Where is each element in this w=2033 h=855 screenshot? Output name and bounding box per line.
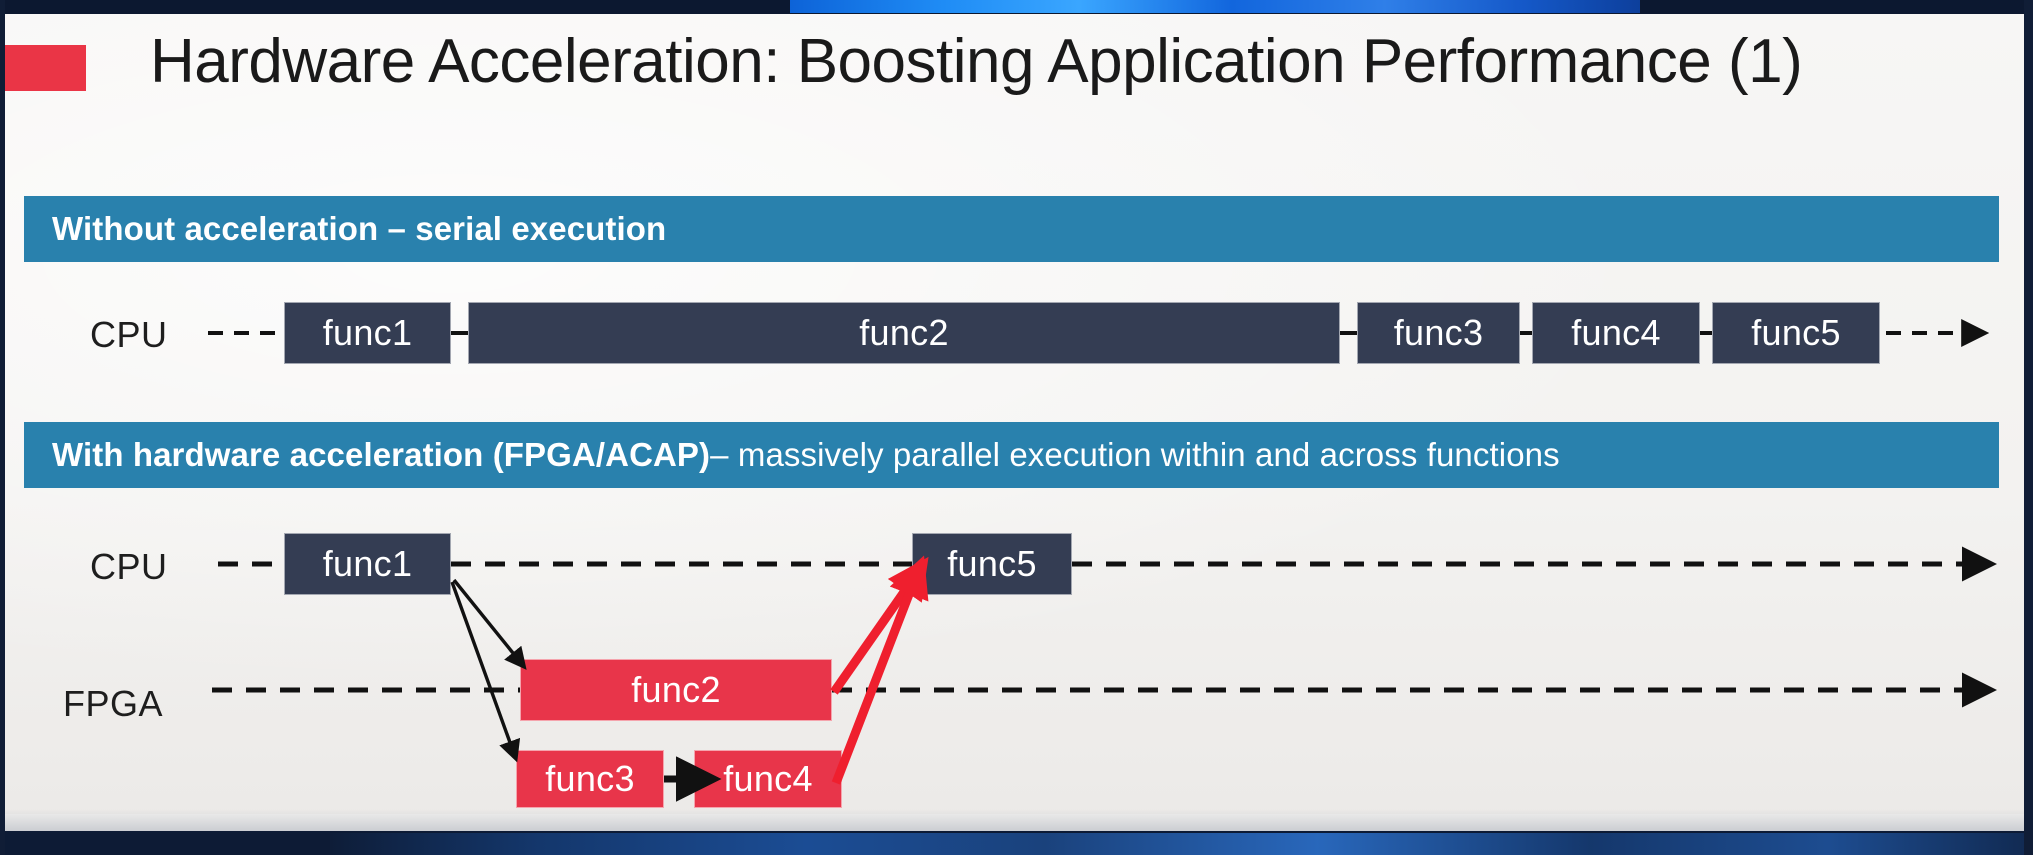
- accel-fpga-box-func4[interactable]: func4: [694, 750, 842, 808]
- row-label-fpga: FPGA: [63, 683, 164, 724]
- band-accel-regular-text: – massively parallel execution within an…: [710, 436, 1560, 473]
- section-band-accelerated: With hardware acceleration (FPGA/ACAP) –…: [24, 422, 1999, 488]
- row-label-cpu-serial: CPU: [90, 314, 168, 355]
- accel-fpga-box-func3[interactable]: func3: [516, 750, 664, 808]
- chrome-bottom-fade: [0, 809, 2033, 831]
- serial-box-func3[interactable]: func3: [1357, 302, 1520, 364]
- band-serial-bold-text: Without acceleration – serial execution: [52, 210, 667, 247]
- band-accel-bold-text: With hardware acceleration (FPGA/ACAP): [52, 436, 711, 473]
- section-band-serial: Without acceleration – serial execution: [24, 196, 1999, 262]
- accel-fpga-box-func2[interactable]: func2: [520, 659, 832, 721]
- chrome-bottom-blue-strip: [330, 833, 2033, 855]
- serial-box-func1[interactable]: func1: [284, 302, 451, 364]
- chrome-top-blue-strip: [790, 0, 1640, 13]
- chrome-left-edge: [0, 0, 5, 855]
- serial-box-func2[interactable]: func2: [468, 302, 1340, 364]
- serial-box-func5[interactable]: func5: [1712, 302, 1880, 364]
- title-accent-marker: [4, 45, 86, 91]
- chrome-right-edge: [2024, 0, 2033, 855]
- accel-cpu-box-func5[interactable]: func5: [912, 533, 1072, 595]
- serial-box-func4[interactable]: func4: [1532, 302, 1700, 364]
- slide-surface: [5, 14, 2024, 814]
- row-label-cpu-accelerated: CPU: [90, 546, 168, 587]
- accel-cpu-box-func1[interactable]: func1: [284, 533, 451, 595]
- page-title: Hardware Acceleration: Boosting Applicat…: [150, 27, 1803, 96]
